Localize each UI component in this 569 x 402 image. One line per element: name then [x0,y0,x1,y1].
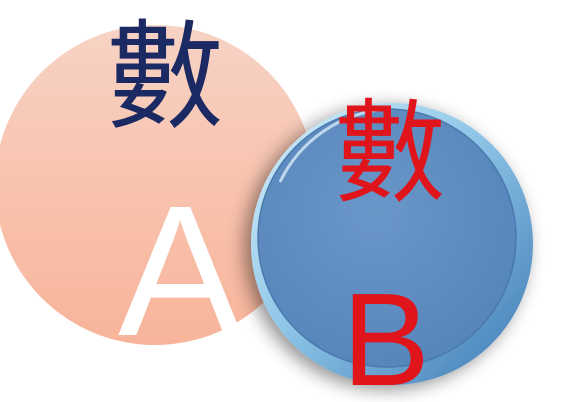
circle-b [251,103,533,385]
circle-b-letter: B [342,266,430,402]
circle-a-disc [0,25,315,345]
circle-a: 數 A [0,8,315,375]
circle-b-top-character: 數 [334,89,446,219]
circle-a-letter: A [118,168,242,375]
circle-a-top-character: 數 [106,8,224,146]
circle-b-highlight [278,107,388,183]
